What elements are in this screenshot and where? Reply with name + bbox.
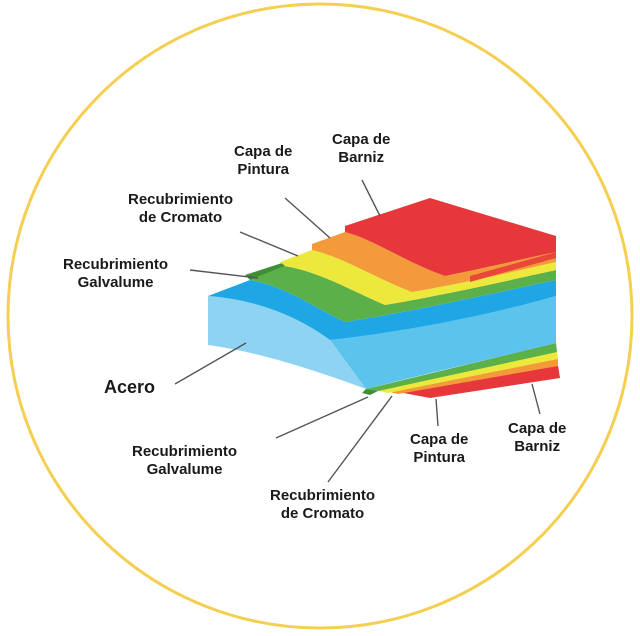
steel-top-face bbox=[208, 280, 556, 340]
steel-side-face bbox=[330, 296, 556, 389]
label-top-chromate-line2: de Cromato bbox=[138, 209, 223, 226]
label-top-galvalume-line2: Galvalume bbox=[77, 274, 154, 291]
label-top-chromate-line1: Recubrimiento bbox=[128, 191, 234, 208]
label-bottom-chromate: Recubrimiento de Cromato bbox=[270, 487, 375, 523]
label-top-galvalume-line1: Recubrimiento bbox=[63, 256, 169, 273]
label-steel: Acero bbox=[104, 377, 156, 397]
leader-bottom-paint bbox=[435, 398, 439, 427]
leader-top-galvalume bbox=[189, 269, 259, 279]
leader-bottom-galvalume bbox=[275, 396, 369, 439]
top-chromate-layer bbox=[280, 250, 556, 305]
leader-steel bbox=[174, 342, 247, 385]
bottom-galvalume-layer bbox=[366, 343, 557, 391]
label-bottom-varnish-line2: Barniz bbox=[514, 438, 561, 455]
steel-front-face bbox=[208, 296, 366, 389]
label-bottom-chromate-line1: Recubrimiento bbox=[270, 487, 376, 504]
label-top-varnish: Capa de Barniz bbox=[332, 131, 390, 167]
label-bottom-galvalume-line2: Galvalume bbox=[146, 461, 223, 478]
label-bottom-varnish-line1: Capa de bbox=[508, 420, 567, 437]
top-varnish-side bbox=[470, 252, 556, 282]
leader-top-chromate bbox=[239, 231, 299, 257]
top-galvalume-layer bbox=[250, 266, 556, 322]
label-bottom-galvalume-line1: Recubrimiento bbox=[132, 443, 238, 460]
leader-top-varnish bbox=[361, 179, 381, 217]
label-bottom-chromate-line2: de Cromato bbox=[280, 505, 365, 522]
label-top-chromate: Recubrimiento de Cromato bbox=[128, 191, 233, 227]
label-top-galvalume: Recubrimiento Galvalume bbox=[63, 256, 168, 292]
label-bottom-galvalume: Recubrimiento Galvalume bbox=[132, 443, 237, 479]
label-bottom-paint: Capa de Pintura bbox=[410, 431, 468, 467]
leader-bottom-chromate bbox=[327, 395, 393, 483]
leader-top-paint bbox=[284, 197, 331, 239]
top-paint-layer bbox=[312, 232, 556, 292]
label-top-paint: Capa de Pintura bbox=[234, 143, 292, 179]
label-bottom-varnish: Capa de Barniz bbox=[508, 420, 566, 456]
label-top-paint-line2: Pintura bbox=[237, 161, 290, 178]
leader-lines bbox=[174, 179, 541, 483]
label-bottom-paint-line2: Pintura bbox=[413, 449, 466, 466]
top-galvalume-edge bbox=[245, 262, 285, 280]
label-top-varnish-line1: Capa de bbox=[332, 131, 391, 148]
top-varnish-layer bbox=[345, 198, 556, 276]
leader-bottom-varnish bbox=[531, 383, 541, 415]
bottom-varnish-layer bbox=[398, 365, 560, 398]
label-bottom-paint-line1: Capa de bbox=[410, 431, 469, 448]
label-top-varnish-line2: Barniz bbox=[338, 149, 385, 166]
label-top-paint-line1: Capa de bbox=[234, 143, 293, 160]
bottom-galvalume-edge bbox=[362, 389, 378, 395]
